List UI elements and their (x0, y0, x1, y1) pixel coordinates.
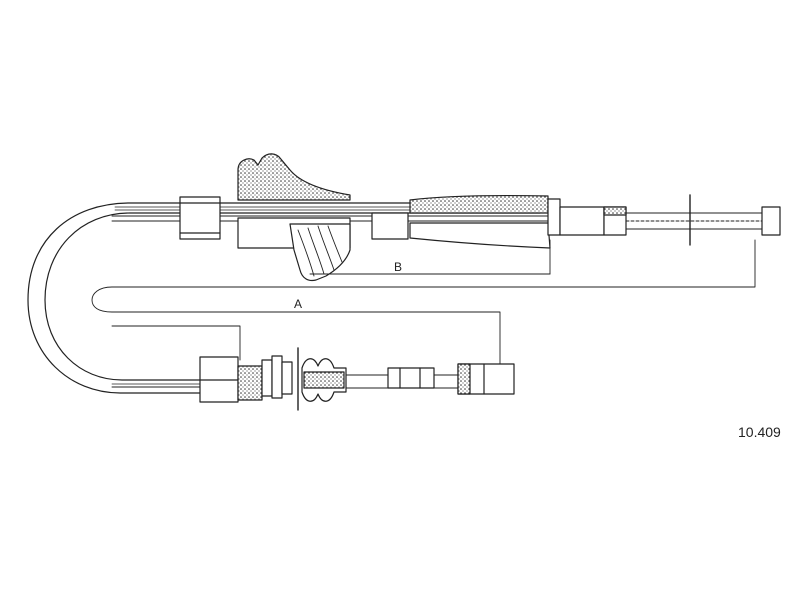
lower-guide-line (111, 325, 241, 361)
part-number: 10.409 (738, 424, 781, 440)
dimension-a-line (91, 239, 756, 366)
lower-end-nipple-shade (457, 363, 471, 395)
lower-bellows-shade (303, 371, 345, 389)
right-end-eye (761, 206, 781, 236)
grommet-ribs (297, 225, 343, 277)
right-fitting-body (559, 206, 605, 236)
dimension-b-line (309, 239, 551, 275)
lower-thread-rings (261, 355, 293, 399)
grommet-body (237, 153, 351, 201)
upper-mid-collar (371, 212, 409, 240)
lower-thread-sleeve (237, 365, 263, 401)
right-fitting-thread (603, 206, 627, 216)
upper-left-collar (179, 196, 221, 240)
grommet-shroud (289, 223, 351, 282)
dimension-a-label: A (294, 297, 302, 311)
right-threaded-rod (625, 212, 763, 230)
dimension-b-label: B (394, 260, 402, 274)
